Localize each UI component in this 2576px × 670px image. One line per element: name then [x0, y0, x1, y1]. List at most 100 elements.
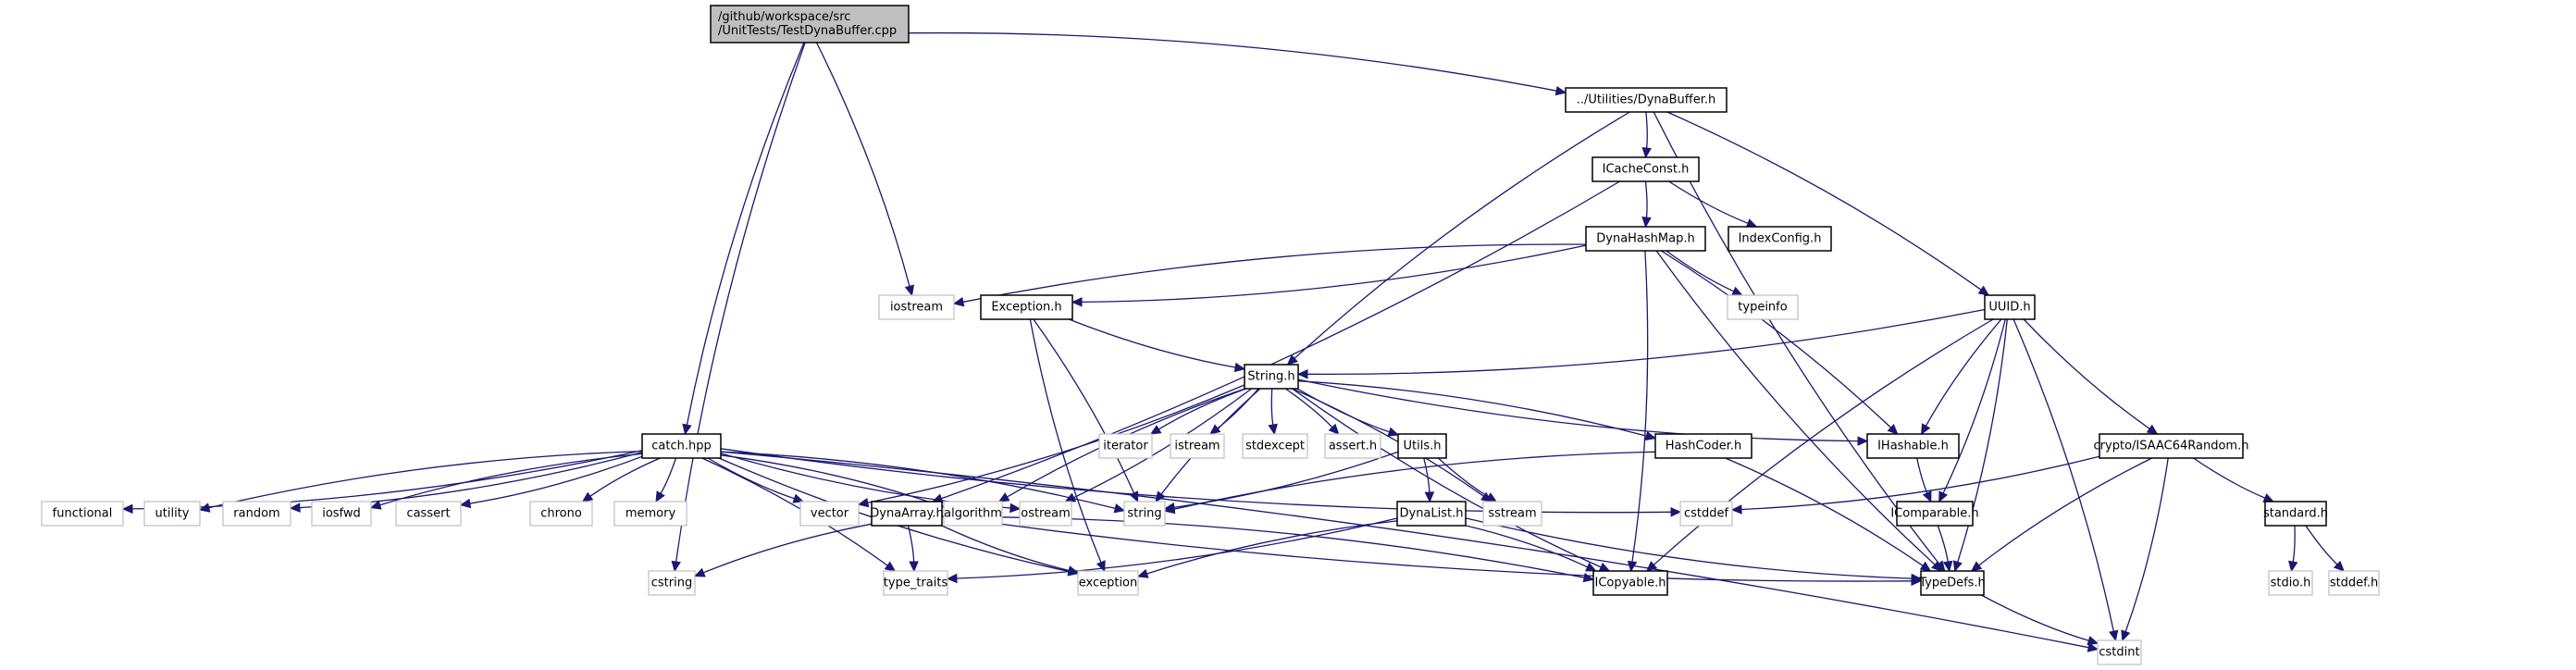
- node-box: [2328, 570, 2380, 596]
- node-icacheconst[interactable]: ICacheConst.h: [1591, 156, 1700, 182]
- arrowhead-icon: [655, 490, 665, 503]
- node-box: [1396, 501, 1467, 527]
- node-box: [980, 294, 1073, 320]
- node-dynalist[interactable]: DynaList.h: [1396, 501, 1467, 527]
- edge-catch-to-string-std: [720, 451, 1126, 514]
- node-hashcoder[interactable]: HashCoder.h: [1654, 433, 1752, 459]
- node-indexconfig[interactable]: IndexConfig.h: [1728, 226, 1832, 252]
- node-label: stdio.h: [2271, 577, 2311, 590]
- edge-string-h-to-istream: [1208, 388, 1259, 435]
- node-algorithm[interactable]: algorithm: [943, 501, 1003, 527]
- arrowhead-icon: [1328, 423, 1340, 435]
- edge-standard-to-stddef: [2305, 525, 2345, 572]
- node-icomparable[interactable]: IComparable.h: [1890, 501, 1979, 527]
- node-utility[interactable]: utility: [143, 501, 201, 527]
- edge-line: [1069, 318, 1236, 368]
- node-label: IndexConfig.h: [1739, 232, 1822, 246]
- node-box: [1019, 501, 1072, 527]
- node-iosfwd[interactable]: iosfwd: [311, 501, 372, 527]
- arrowhead-icon: [1921, 423, 1931, 436]
- node-dynahashmap[interactable]: DynaHashMap.h: [1585, 226, 1706, 252]
- node-standard[interactable]: standard.h: [2263, 501, 2328, 527]
- node-functional[interactable]: functional: [41, 501, 124, 527]
- edge-line: [907, 525, 915, 563]
- node-label: exception: [1079, 577, 1138, 590]
- node-stddef[interactable]: stddef.h: [2328, 570, 2380, 596]
- node-cstdint[interactable]: cstdint: [2097, 639, 2142, 665]
- node-string-h[interactable]: String.h: [1244, 364, 1299, 390]
- node-uuid[interactable]: UUID.h: [1984, 294, 2036, 320]
- node-exception-h[interactable]: Exception.h: [980, 294, 1073, 320]
- arrowhead-icon: [2288, 560, 2298, 573]
- node-chrono[interactable]: chrono: [529, 501, 593, 527]
- node-label: DynaHashMap.h: [1596, 232, 1694, 246]
- node-box: [878, 294, 955, 320]
- node-cstddef[interactable]: cstddef: [1679, 501, 1733, 527]
- edge-dynaarray-to-icopyable: [941, 515, 1595, 583]
- edge-root-to-catch: [682, 42, 805, 436]
- node-label: type_traits: [884, 577, 948, 590]
- node-icopyable[interactable]: ICopyable.h: [1592, 570, 1668, 596]
- node-memory[interactable]: memory: [613, 501, 687, 527]
- node-isaac[interactable]: crypto/ISAAC64Random.h: [2094, 433, 2249, 459]
- edge-line: [2305, 525, 2338, 565]
- node-sstream[interactable]: sstream: [1482, 501, 1542, 527]
- node-ostream[interactable]: ostream: [1019, 501, 1072, 527]
- edge-dynalist-to-typedefs: [1465, 517, 1923, 584]
- node-dynaarray[interactable]: DynaArray.h: [870, 501, 944, 527]
- edge-line: [1916, 457, 1928, 494]
- arrowhead-icon: [1296, 369, 1308, 379]
- node-box: [41, 501, 124, 527]
- edge-line: [707, 457, 795, 500]
- edge-line: [908, 31, 1557, 92]
- edge-line: [1294, 111, 1630, 359]
- node-label: catch.hpp: [651, 440, 711, 453]
- arrowhead-icon: [1931, 560, 1943, 572]
- node-box: [222, 501, 291, 527]
- node-cstring[interactable]: cstring: [648, 570, 696, 596]
- edge-exception-h-to-exception-std: [1029, 318, 1106, 573]
- node-iostream[interactable]: iostream: [878, 294, 955, 320]
- arrowhead-icon: [1670, 507, 1682, 517]
- arrowhead-icon: [1113, 503, 1126, 514]
- node-random[interactable]: random: [222, 501, 291, 527]
- edge-dynaarray-to-cstring: [693, 523, 873, 577]
- edge-string-h-to-ihashable: [1297, 378, 1869, 446]
- edge-line: [1925, 318, 2002, 427]
- node-string-std[interactable]: string: [1123, 501, 1166, 527]
- node-root[interactable]: /github/workspace/src/UnitTests/TestDyna…: [710, 5, 910, 43]
- node-ihashable[interactable]: IHashable.h: [1866, 433, 1960, 459]
- edge-line: [1292, 388, 1602, 568]
- edge-line: [379, 453, 643, 506]
- edge-typedefs-to-cstdint: [1980, 594, 2099, 646]
- node-utils[interactable]: Utils.h: [1397, 433, 1447, 459]
- node-catch[interactable]: catch.hpp: [641, 433, 722, 459]
- arrowhead-icon: [369, 500, 382, 510]
- arrowhead-icon: [857, 497, 870, 508]
- edge-isaac-to-cstddef: [1730, 455, 2100, 515]
- node-typeinfo[interactable]: typeinfo: [1727, 294, 1799, 320]
- node-exception-std[interactable]: exception: [1077, 570, 1139, 596]
- node-type-traits[interactable]: type_traits: [883, 570, 948, 596]
- node-iterator[interactable]: iterator: [1098, 433, 1153, 459]
- node-cassert[interactable]: cassert: [395, 501, 462, 527]
- node-box: [710, 5, 910, 43]
- node-istream[interactable]: istream: [1170, 433, 1225, 459]
- edge-line: [208, 450, 643, 509]
- edge-utils-to-string-std: [1163, 451, 1399, 513]
- arrowhead-icon: [671, 560, 681, 573]
- edge-line: [1666, 111, 1982, 291]
- node-vector[interactable]: vector: [799, 501, 860, 527]
- node-box: [648, 570, 696, 596]
- node-label: IHashable.h: [1877, 440, 1949, 453]
- node-box: [1984, 294, 2036, 320]
- edge-dynalist-to-type-traits: [946, 517, 1398, 584]
- node-stdio[interactable]: stdio.h: [2268, 570, 2313, 596]
- node-label: cstddef: [1684, 507, 1729, 521]
- node-label: HashCoder.h: [1666, 440, 1742, 453]
- node-stdexcept[interactable]: stdexcept: [1242, 433, 1308, 459]
- node-typedefs[interactable]: TypeDefs.h: [1918, 570, 1986, 596]
- node-dynabuffer[interactable]: ../Utilities/DynaBuffer.h: [1565, 87, 1728, 113]
- edge-catch-to-cstdint: [720, 451, 2099, 652]
- node-assert-h[interactable]: assert.h: [1324, 433, 1381, 459]
